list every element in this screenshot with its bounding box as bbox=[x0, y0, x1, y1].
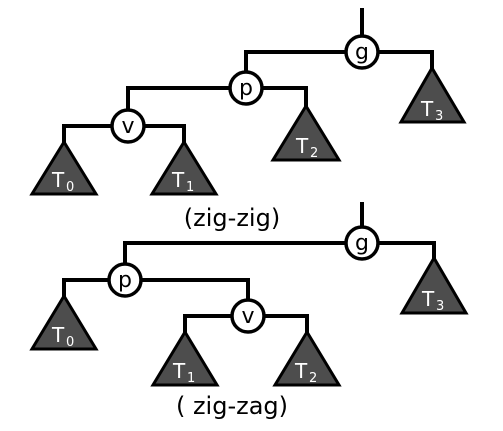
node-p: p bbox=[228, 70, 264, 106]
subtree-t1: T 1 bbox=[150, 329, 220, 387]
subtree-label: T bbox=[421, 287, 435, 311]
subtree-subscript: 2 bbox=[309, 371, 317, 386]
caption: ( zig-zag) bbox=[176, 392, 288, 420]
edge-g-to-p bbox=[244, 50, 346, 72]
edge-p-to-t2 bbox=[262, 86, 308, 110]
subtree-t2: T 2 bbox=[270, 103, 342, 162]
node-label: v bbox=[241, 304, 254, 329]
edge-g-to-t3 bbox=[378, 241, 436, 262]
subtree-label: T bbox=[172, 359, 186, 383]
edge-v-to-t2 bbox=[264, 314, 309, 336]
edge-p-to-v bbox=[141, 278, 250, 300]
subtree-subscript: 0 bbox=[66, 335, 74, 350]
subtree-t3: T 3 bbox=[398, 65, 467, 124]
subtree-t0: T 0 bbox=[29, 139, 99, 196]
zig-zig-diagram: T 0 T 1 T 2 T 3 g p v bbox=[29, 8, 467, 232]
subtree-label: T bbox=[420, 97, 434, 121]
edge-p-to-t0 bbox=[62, 278, 109, 300]
node-p: p bbox=[107, 262, 143, 298]
subtree-subscript: 1 bbox=[186, 180, 194, 195]
node-label: g bbox=[355, 40, 369, 65]
subtree-label: T bbox=[51, 168, 65, 192]
subtree-subscript: 2 bbox=[310, 146, 318, 161]
caption: (zig-zig) bbox=[184, 204, 280, 232]
subtree-t0: T 0 bbox=[29, 293, 99, 351]
zig-zag-diagram: T 0 T 1 T 2 T 3 g p v bbox=[29, 202, 469, 420]
subtree-label: T bbox=[295, 134, 309, 158]
node-label: p bbox=[239, 76, 253, 101]
subtree-t2: T 2 bbox=[272, 329, 342, 387]
subtree-label: T bbox=[294, 359, 308, 383]
edge-v-to-t0 bbox=[62, 124, 112, 145]
edge-v-to-t1 bbox=[144, 124, 186, 145]
subtree-subscript: 1 bbox=[187, 371, 195, 386]
subtree-label: T bbox=[51, 323, 65, 347]
edge-v-to-t1 bbox=[183, 314, 232, 336]
subtree-subscript: 3 bbox=[436, 299, 444, 314]
subtree-subscript: 3 bbox=[435, 109, 443, 124]
edge-g-to-p bbox=[123, 241, 346, 264]
node-g: g bbox=[344, 34, 380, 70]
edge-g-to-t3 bbox=[378, 50, 434, 72]
node-g: g bbox=[344, 225, 380, 261]
edge-p-to-v bbox=[126, 86, 230, 110]
subtree-subscript: 0 bbox=[66, 180, 74, 195]
node-label: g bbox=[355, 231, 369, 256]
subtree-label: T bbox=[171, 168, 185, 192]
subtree-t3: T 3 bbox=[399, 255, 469, 315]
subtree-t1: T 1 bbox=[149, 139, 219, 196]
node-v: v bbox=[230, 298, 266, 334]
node-label: p bbox=[118, 268, 132, 293]
node-v: v bbox=[110, 108, 146, 144]
node-label: v bbox=[121, 114, 134, 139]
